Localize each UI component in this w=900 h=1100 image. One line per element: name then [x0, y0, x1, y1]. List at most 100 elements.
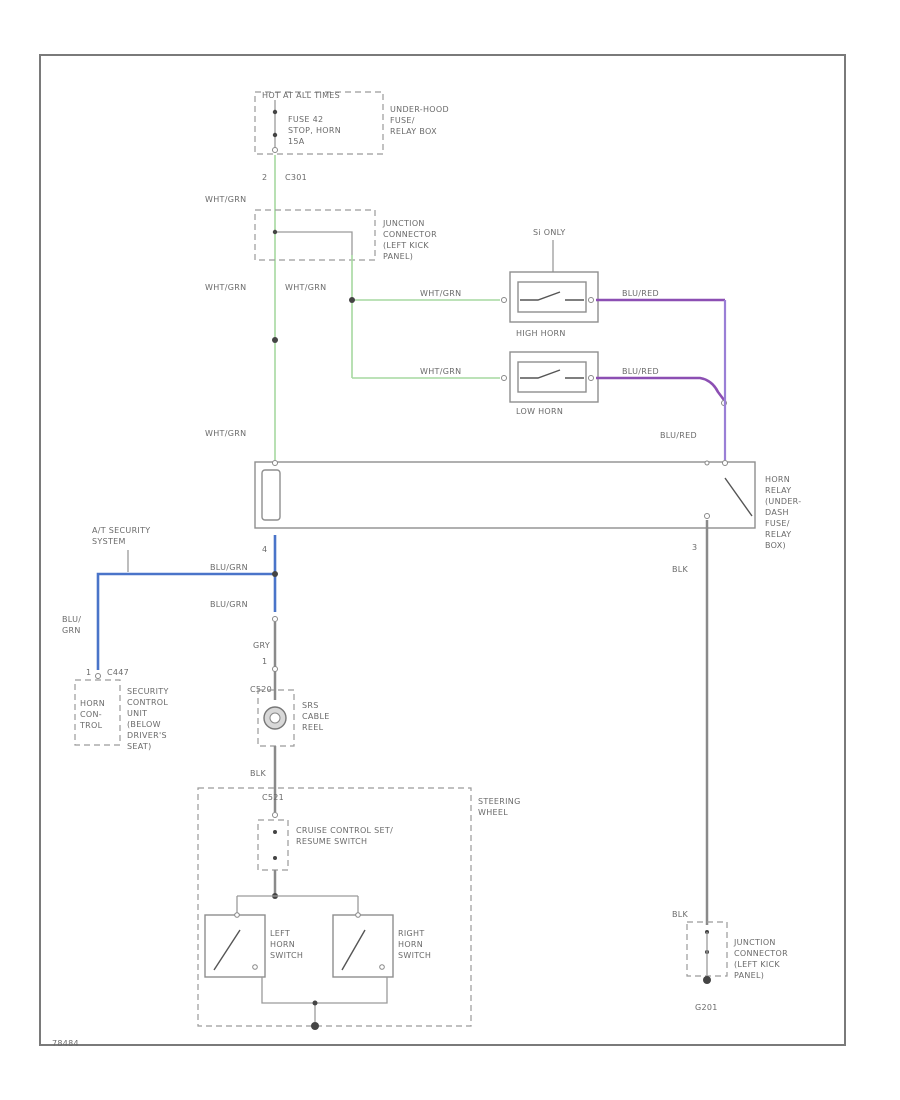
underhood-fuse-box	[254, 91, 384, 155]
junction-bottom-label-4: PANEL)	[734, 971, 764, 980]
fuse-desc-3: 15A	[288, 137, 305, 146]
blu-red-wire-low	[596, 376, 726, 401]
security-unit-label-1: SECURITY	[127, 687, 169, 696]
blu-red-label: BLU/RED	[622, 289, 659, 298]
wht-grn-label: WHT/GRN	[285, 283, 326, 292]
blu-grn-label: BLU/GRN	[210, 600, 248, 609]
g201-label: G201	[695, 1003, 718, 1012]
blk-label: BLK	[250, 769, 267, 778]
cruise-switch-box	[257, 819, 289, 871]
cruise-label-2: RESUME SWITCH	[296, 837, 367, 846]
splice-point	[272, 571, 278, 577]
security-unit-label-3: UNIT	[127, 709, 147, 718]
relay-pin	[272, 460, 278, 466]
c301-label: C301	[285, 173, 307, 182]
junction-bottom-label-2: CONNECTOR	[734, 949, 788, 958]
high-horn-switch	[520, 291, 561, 301]
cruise-label-1: CRUISE CONTROL SET/	[296, 826, 393, 835]
low-horn-label: LOW HORN	[516, 407, 563, 416]
high-horn-label: HIGH HORN	[516, 329, 566, 338]
underhood-label-1: UNDER-HOOD	[390, 105, 449, 114]
horn-relay-label-7: BOX)	[765, 541, 786, 550]
wht-grn-label: WHT/GRN	[205, 195, 246, 204]
figure-id: 78484	[52, 1039, 79, 1048]
right-horn-label-3: SWITCH	[398, 951, 431, 960]
fuse-desc-1: FUSE 42	[288, 115, 323, 124]
horn-relay-label-6: RELAY	[765, 530, 792, 539]
diagram-frame	[39, 54, 846, 1046]
security-unit-box	[74, 679, 121, 746]
pin-3-label: 3	[692, 543, 697, 552]
high-horn-pin	[501, 297, 507, 303]
right-horn-label-1: RIGHT	[398, 929, 425, 938]
connector-pin	[272, 812, 278, 818]
horn-con-label-2: CON-	[80, 710, 102, 719]
low-horn-inner	[517, 361, 587, 393]
junction-top-label-2: CONNECTOR	[383, 230, 437, 239]
relay-coil	[261, 469, 281, 521]
junction-connector-top	[254, 209, 376, 261]
splice-point	[349, 297, 355, 303]
pin-1-label: 1	[262, 657, 267, 666]
left-horn-pin	[234, 912, 240, 918]
connector-pin	[272, 666, 278, 672]
security-label-1: A/T SECURITY	[92, 526, 150, 535]
left-horn-label-2: HORN	[270, 940, 295, 949]
junction-terminal	[272, 229, 278, 235]
srs-reel-hub	[269, 712, 281, 724]
relay-pin	[704, 460, 710, 466]
horn-relay-label-3: (UNDER-	[765, 497, 801, 506]
cruise-terminal	[273, 830, 277, 834]
right-horn-label-2: HORN	[398, 940, 423, 949]
pin-2-label: 2	[262, 173, 267, 182]
srs-label-2: CABLE	[302, 712, 330, 721]
left-horn-label-1: LEFT	[270, 929, 290, 938]
underhood-label-3: RELAY BOX	[390, 127, 437, 136]
junction-top-label-4: PANEL)	[383, 252, 413, 261]
underhood-label-2: FUSE/	[390, 116, 415, 125]
high-horn	[509, 271, 599, 323]
security-unit-pin	[95, 673, 101, 679]
left-horn-pin	[252, 964, 258, 970]
high-horn-pin	[588, 297, 594, 303]
c447-label: C447	[107, 668, 129, 677]
low-horn-switch	[520, 369, 561, 379]
left-horn-label-3: SWITCH	[270, 951, 303, 960]
pin-1-label: 1	[86, 668, 91, 677]
wht-grn-label: WHT/GRN	[205, 283, 246, 292]
relay-pin	[722, 460, 728, 466]
blu-grn-wire-security	[96, 572, 275, 670]
steering-wheel-box	[197, 787, 472, 1027]
left-horn-contact	[213, 929, 241, 971]
steering-label-2: WHEEL	[478, 808, 508, 817]
wht-grn-label: WHT/GRN	[420, 367, 461, 376]
low-horn	[509, 351, 599, 403]
wht-grn-label: WHT/GRN	[420, 289, 461, 298]
blu-red-label: BLU/RED	[660, 431, 697, 440]
blu-label: BLU/	[62, 615, 81, 624]
horn-relay-label-5: FUSE/	[765, 519, 790, 528]
junction-bus	[275, 231, 353, 255]
junction-bottom-label-3: (LEFT KICK	[734, 960, 780, 969]
fuse-header-label: HOT AT ALL TIMES	[262, 91, 340, 100]
high-horn-inner	[517, 281, 587, 313]
security-unit-label-4: (BELOW	[127, 720, 161, 729]
blk-label: BLK	[672, 565, 689, 574]
right-horn-pin	[355, 912, 361, 918]
horn-con-label-3: TROL	[79, 721, 103, 730]
security-unit-label-5: DRIVER'S	[127, 731, 167, 740]
ground-terminal	[703, 976, 711, 984]
srs-label-1: SRS	[302, 701, 319, 710]
low-horn-pin	[588, 375, 594, 381]
junction-bottom-label-1: JUNCTION	[733, 938, 776, 947]
right-horn-pin	[379, 964, 385, 970]
horn-switch-ground-bus	[261, 977, 388, 1004]
security-unit-label-6: SEAT)	[127, 742, 152, 751]
right-horn-switch-box	[332, 914, 394, 978]
horn-relay-label-1: HORN	[765, 475, 790, 484]
splice-point	[272, 337, 278, 343]
horn-con-label-1: HORN	[80, 699, 105, 708]
cruise-terminal	[273, 856, 277, 860]
ground-terminal	[311, 1022, 319, 1030]
